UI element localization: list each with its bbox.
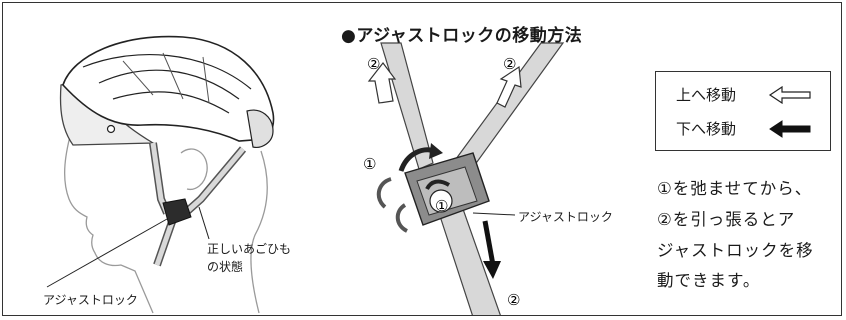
marker-2-right: ②: [503, 55, 516, 73]
instruction-line-2: ②を引っ張るとア: [657, 210, 796, 229]
hollow-arrow-left: [367, 62, 397, 104]
legend-up-label: 上へ移動: [676, 86, 737, 104]
label-correct-strap-line2: の状態: [207, 260, 244, 274]
label-adjust-lock-left: アジャストロック: [43, 293, 138, 307]
face-profile: [64, 124, 154, 314]
marker-1-center: ①: [435, 197, 448, 215]
helmet-illustration: ② ② ① ① ②: [46, 35, 565, 315]
marker-1-left: ①: [363, 155, 376, 173]
solid-down-arrow: [482, 220, 496, 266]
slack-arrow-hollow-2: [395, 203, 409, 233]
diagram-frame: ② ② ① ① ② ●アジャストロックの移動方法 上へ移動 下へ移動 ①を弛ませ…: [2, 2, 842, 316]
leader-adjust-lock-left: [46, 218, 168, 288]
helmet-rivet: [106, 124, 116, 134]
helmet-adjust-lock: [162, 198, 192, 226]
lock-loop: [429, 189, 453, 213]
leader-correct-strap: [198, 206, 210, 240]
helmet-shell: [62, 35, 275, 142]
slack-arrow-hollow-1: [376, 177, 392, 209]
diagram-title: ●アジャストロックの移動方法: [341, 26, 583, 46]
hollow-left-arrow-icon: [768, 86, 811, 104]
head-back: [250, 150, 268, 314]
ear: [180, 148, 208, 191]
leader-adjust-lock-center: [472, 212, 516, 216]
rear-strap-inner: [181, 147, 245, 217]
legend-box: 上へ移動 下へ移動: [655, 71, 831, 151]
instruction-line-1: ①を弛ませてから、: [657, 179, 813, 198]
strap-left-branch: [380, 42, 434, 170]
instruction-line-4: 動できます。: [657, 271, 761, 290]
marker-2-bottom: ②: [507, 291, 520, 309]
chin-strap-inner: [154, 218, 176, 266]
solid-left-arrow-icon: [769, 120, 811, 138]
slack-arrow-inner: [425, 179, 451, 191]
legend-down-label: 下へ移動: [676, 120, 737, 138]
instruction-line-3: ジャストロックを移: [657, 241, 814, 260]
retention-dial: [246, 109, 274, 148]
label-adjust-lock-center: アジャストロック: [518, 210, 613, 224]
hollow-arrow-right: [496, 65, 522, 108]
label-correct-strap-line1: 正しいあごひも: [207, 242, 292, 256]
marker-2-left: ②: [367, 55, 380, 73]
